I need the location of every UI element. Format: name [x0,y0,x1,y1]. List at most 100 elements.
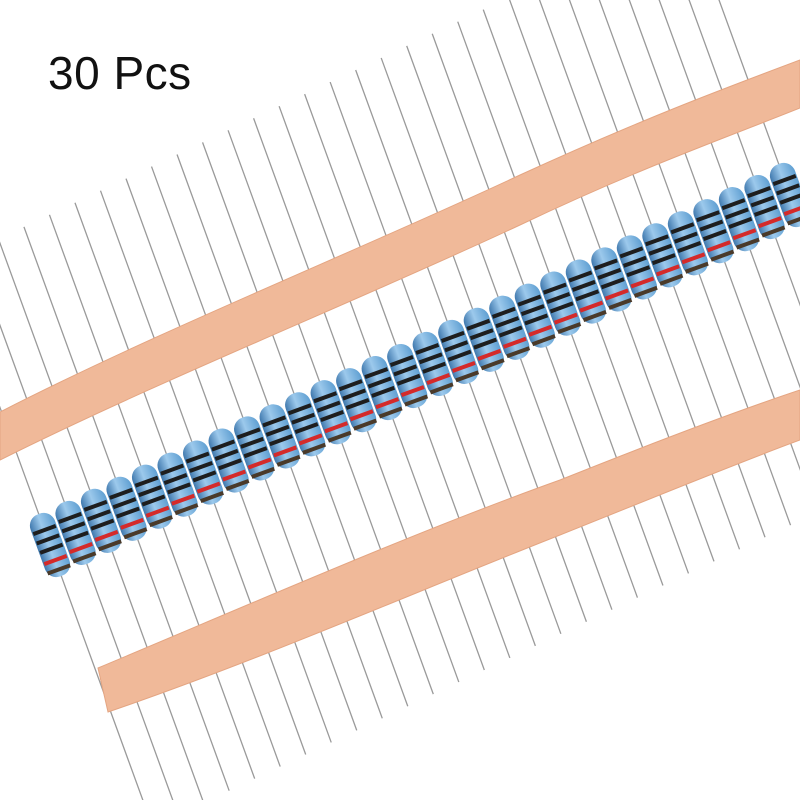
resistor-body [361,356,402,421]
color-band [447,349,472,362]
color-band [429,382,454,395]
color-band [39,542,64,555]
color-band [378,406,403,419]
quantity-caption: 30 Pcs [48,47,192,99]
resistor-body [259,404,300,469]
color-band [90,518,115,531]
color-band [83,499,108,512]
color-band [757,216,782,229]
resistor-body [616,235,658,300]
resistor-body [106,476,147,541]
resistor-body [489,295,530,360]
resistor [489,295,531,360]
color-band [426,373,451,385]
color-band [630,276,655,289]
color-band [163,473,188,486]
color-band [735,237,760,250]
color-band [375,397,400,410]
color-band [115,506,140,519]
color-band [571,279,596,292]
color-band [549,301,574,314]
color-band [495,316,520,329]
color-band [622,255,647,268]
color-band [633,285,658,298]
resistor [540,271,582,336]
resistor-body [285,392,326,457]
color-band [684,261,709,274]
resistor [55,500,97,566]
color-band [316,400,341,413]
color-band [480,358,505,371]
color-band [761,225,786,238]
color-band [61,521,86,534]
color-band [35,533,60,546]
resistor-body [438,319,479,384]
color-band [724,207,749,220]
resistor-body [718,187,760,252]
color-band [517,294,542,307]
color-band [371,385,396,398]
color-band [141,494,166,507]
color-band [192,470,217,483]
color-band [276,454,301,467]
color-band [575,289,600,302]
resistor-bodies [29,162,800,578]
color-band [291,412,316,425]
color-band [542,282,567,295]
color-band [528,324,553,337]
color-band [477,348,502,361]
color-band [87,509,111,522]
resistor [769,162,800,228]
resistor [693,199,735,264]
color-band [393,364,418,377]
color-band [469,328,494,341]
color-band [582,310,607,322]
color-band [659,273,684,286]
resistor [234,416,275,481]
color-band [367,376,392,389]
color-band [579,300,604,313]
color-band [608,297,633,310]
color-band [455,370,480,383]
color-band [670,222,695,235]
resistor-body [310,380,351,445]
paper-tape-top [0,59,800,461]
color-band [651,253,676,266]
resistor [157,452,199,517]
color-band [240,436,265,449]
color-band [112,497,137,510]
color-band [138,485,162,498]
resistor-body [80,488,122,553]
color-band [189,460,214,473]
color-band [123,527,148,540]
resistor [310,380,352,445]
resistor-body [412,331,453,397]
color-band [64,530,89,543]
color-band [145,505,170,518]
color-band [747,186,771,199]
resistor [565,259,607,324]
color-band [69,541,93,554]
color-band [593,258,618,271]
color-band [149,515,173,528]
color-band [364,367,389,380]
color-band [626,265,651,278]
resistor-body [463,307,504,372]
resistor [412,331,454,397]
resistor [131,464,173,529]
color-band [655,264,680,277]
color-band [396,373,421,386]
color-band [400,385,425,398]
resistor [744,174,786,240]
color-band [466,318,491,331]
color-band [706,240,731,253]
color-band [753,204,778,217]
color-band [97,539,122,552]
color-band [200,491,224,504]
color-band [677,241,702,254]
color-band [353,418,378,431]
color-band [732,228,757,241]
resistor [463,307,505,372]
color-band [265,424,290,437]
